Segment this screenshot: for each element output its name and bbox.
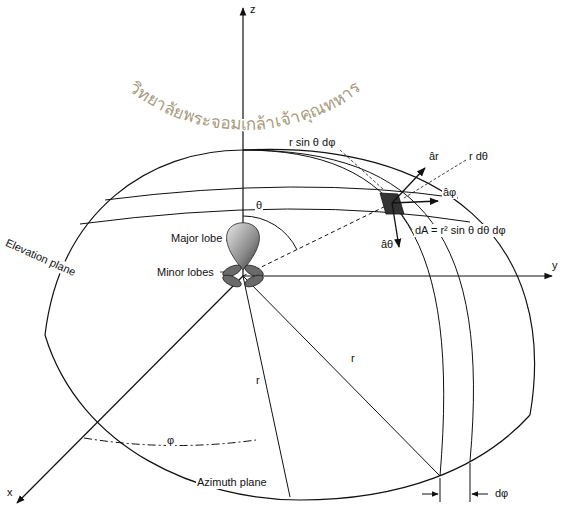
lobe-label: Minor lobes	[156, 266, 215, 279]
unit-vector-label: âφ	[442, 186, 457, 199]
latitude-arc	[80, 209, 470, 224]
axis-label: z	[249, 3, 257, 16]
watermark: วิทยาลัยพระจอมเกล้าเจ้าคุณทหาร	[126, 77, 364, 134]
meridian-arc	[243, 150, 444, 476]
leader-line	[401, 213, 412, 230]
minor-lobe	[221, 273, 243, 290]
leader-line	[340, 150, 384, 190]
dimension-label: dφ	[494, 487, 509, 500]
radius-label: r	[350, 352, 356, 365]
leader-line	[404, 160, 466, 198]
radius-line	[243, 276, 440, 476]
axis-label: y	[551, 259, 559, 272]
unit-vector-label: âr	[428, 150, 440, 163]
radius-label: r	[255, 374, 261, 387]
major-lobe	[227, 223, 260, 270]
minor-lobe	[243, 273, 265, 290]
dimension-arrow	[472, 494, 488, 495]
dimension-label: r sin θ dφ	[288, 136, 336, 149]
formula-label: dA = r² sin θ dθ dφ	[414, 224, 507, 237]
radius-line	[243, 276, 290, 497]
elevation-arc	[45, 150, 243, 335]
angle-label: φ	[166, 434, 175, 447]
angle-label: θ	[255, 199, 263, 212]
extension-line	[470, 463, 471, 502]
x-axis	[17, 276, 243, 503]
extension-line	[440, 478, 441, 502]
meridian-arc	[243, 150, 473, 461]
plane-label: Elevation plane	[3, 236, 79, 279]
unit-vector	[392, 201, 438, 203]
azimuth-arc	[45, 335, 530, 500]
radius-line	[243, 203, 392, 276]
plane-label: Azimuth plane	[196, 476, 268, 489]
axis-label: x	[6, 486, 14, 499]
unit-vector	[392, 168, 425, 203]
dimension-label: r dθ	[468, 150, 489, 163]
lobe-label: Major lobe	[170, 232, 223, 245]
unit-vector-label: âθ	[380, 238, 394, 251]
yz-arc	[243, 149, 535, 415]
y-axis	[243, 275, 552, 276]
dimension-arrow	[422, 494, 438, 495]
